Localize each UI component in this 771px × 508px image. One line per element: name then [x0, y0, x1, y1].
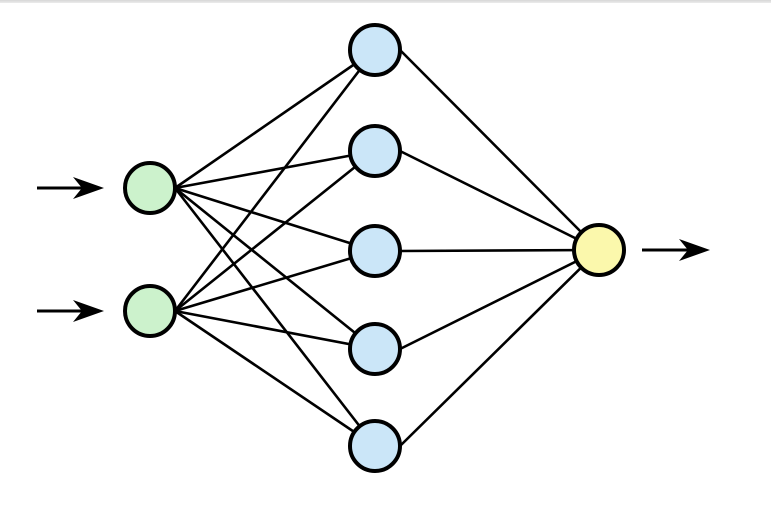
input-node-1: [123, 161, 177, 215]
edge-h1-o1: [399, 49, 600, 251]
hidden-node-2: [348, 124, 402, 178]
edge-i1-h1: [174, 48, 376, 190]
input-node-2: [123, 284, 177, 338]
hidden-node-4: [348, 322, 402, 376]
input-arrow-2-head: [73, 300, 104, 322]
edge-i1-h3: [174, 186, 376, 253]
edge-i2-h5: [174, 309, 376, 448]
hidden-node-5: [348, 419, 402, 473]
edge-h5-o1: [399, 249, 600, 447]
edge-h3-o1: [399, 248, 600, 253]
edge-i2-h4: [174, 309, 376, 351]
output-node: [572, 223, 626, 277]
edge-i1-h2: [174, 149, 376, 190]
input-arrow-1-head: [73, 177, 104, 199]
hidden-node-1: [348, 23, 402, 77]
output-arrow-head: [679, 239, 710, 261]
window-top-edge: [0, 0, 771, 3]
hidden-node-3: [348, 224, 402, 278]
edge-i2-h1: [173, 49, 377, 312]
edge-i1-h4: [174, 186, 376, 351]
edge-h4-o1: [399, 248, 600, 351]
edge-i2-h3: [174, 249, 376, 313]
edge-i2-h2: [174, 149, 376, 313]
edge-i1-h5: [173, 187, 377, 447]
edge-h2-o1: [399, 149, 600, 252]
